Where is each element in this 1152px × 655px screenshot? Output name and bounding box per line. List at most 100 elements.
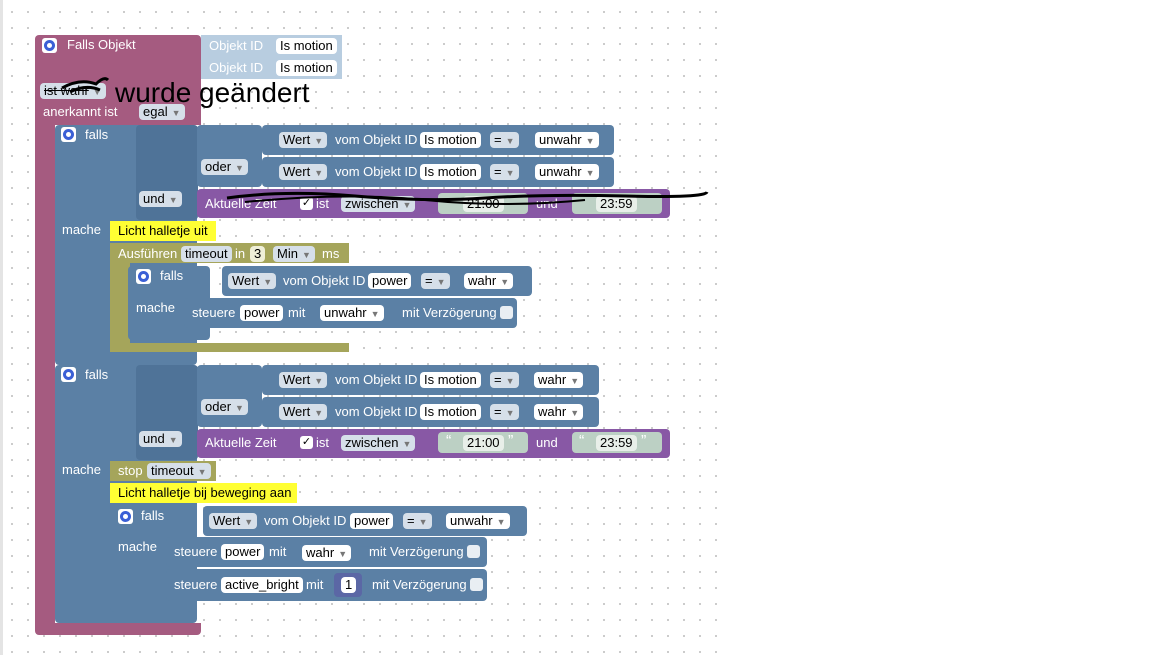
- object-id-label: vom Objekt ID: [283, 273, 366, 288]
- set-label: steuere: [174, 577, 218, 592]
- object-id-label: Objekt ID: [209, 38, 264, 53]
- object-id-label: vom Objekt ID: [335, 132, 418, 147]
- and-dropdown[interactable]: und▼: [139, 191, 182, 207]
- object-id-field[interactable]: power: [240, 305, 284, 321]
- quote-icon: “: [446, 433, 452, 450]
- exec-ms-label: ms: [322, 246, 340, 261]
- or-dropdown[interactable]: oder▼: [201, 159, 248, 175]
- object-id-field[interactable]: power: [350, 513, 394, 529]
- gear-icon[interactable]: [136, 269, 151, 284]
- object-id-field[interactable]: power: [221, 544, 265, 560]
- object-id-field[interactable]: power: [368, 273, 412, 289]
- scribble-mark: [61, 77, 110, 94]
- delay-checkbox[interactable]: [470, 578, 483, 591]
- or-dropdown[interactable]: oder▼: [201, 399, 248, 415]
- ack-dropdown[interactable]: egal▼: [139, 104, 185, 120]
- bool-dropdown[interactable]: unwahr▼: [535, 164, 599, 180]
- time-ist-label: ist: [316, 435, 329, 450]
- operator-dropdown[interactable]: =▼: [490, 404, 519, 420]
- object-id-field[interactable]: Is motion: [420, 372, 481, 388]
- timeout-block-footer: [110, 343, 349, 352]
- timeout-block-body: [110, 262, 130, 346]
- checkbox-icon[interactable]: ✓: [300, 197, 313, 210]
- object-id-label: vom Objekt ID: [335, 372, 418, 387]
- delay-label: mit Verzögerung: [369, 544, 464, 559]
- object-id-label: vom Objekt ID: [264, 513, 347, 528]
- bool-dropdown[interactable]: wahr▼: [302, 545, 352, 561]
- scribble-mark: [226, 190, 709, 205]
- mit-label: mit: [288, 305, 306, 320]
- set-state-block[interactable]: [166, 569, 487, 601]
- object-id-field[interactable]: Is motion: [420, 132, 481, 148]
- operator-dropdown[interactable]: =▼: [490, 372, 519, 388]
- gear-icon[interactable]: [42, 38, 57, 53]
- comment-block[interactable]: [110, 483, 297, 503]
- delay-label: mit Verzögerung: [372, 577, 467, 592]
- bool-dropdown[interactable]: unwahr▼: [446, 513, 510, 529]
- trigger-title: Falls Objekt: [67, 37, 136, 52]
- quote-icon: “: [579, 433, 585, 450]
- workspace-left-edge: [0, 0, 3, 655]
- gear-icon[interactable]: [118, 509, 133, 524]
- time-to-value[interactable]: 23:59: [596, 196, 637, 212]
- set-label: steuere: [174, 544, 218, 559]
- if-falls-label: falls: [85, 127, 109, 142]
- time-from-value[interactable]: 21:00: [463, 435, 504, 451]
- stop-label: stop: [118, 463, 143, 478]
- gear-icon[interactable]: [61, 367, 76, 382]
- value-dropdown[interactable]: Wert▼: [279, 404, 328, 420]
- ack-label: anerkannt ist: [43, 104, 118, 119]
- checkbox-icon[interactable]: ✓: [300, 436, 313, 449]
- exec-label: Ausführen: [118, 246, 178, 261]
- bool-dropdown[interactable]: wahr▼: [534, 372, 584, 388]
- object-id-field[interactable]: active_bright: [221, 577, 303, 593]
- object-id-field[interactable]: Is motion: [420, 404, 481, 420]
- unit-dropdown[interactable]: Min▼: [273, 246, 315, 262]
- number-value[interactable]: 1: [341, 577, 357, 593]
- delay-checkbox[interactable]: [467, 545, 480, 558]
- and-dropdown[interactable]: und▼: [139, 431, 182, 447]
- object-id-field[interactable]: Is motion: [276, 60, 337, 76]
- timeout-dropdown[interactable]: timeout▼: [147, 463, 211, 479]
- comment-text: Licht halletje bij beweging aan: [118, 485, 292, 500]
- bool-dropdown[interactable]: unwahr▼: [320, 305, 384, 321]
- operator-dropdown[interactable]: =▼: [403, 513, 432, 529]
- bool-dropdown[interactable]: wahr▼: [464, 273, 514, 289]
- time-to-value[interactable]: 23:59: [596, 435, 637, 451]
- range-dropdown[interactable]: zwischen▼: [341, 435, 416, 451]
- value-dropdown[interactable]: Wert▼: [279, 372, 328, 388]
- quote-icon: ”: [508, 433, 514, 450]
- if-falls-label: falls: [85, 367, 109, 382]
- gear-icon[interactable]: [61, 127, 76, 142]
- operator-dropdown[interactable]: =▼: [490, 164, 519, 180]
- if-mache-label: mache: [62, 462, 102, 477]
- or-block[interactable]: [197, 365, 262, 427]
- time-ist-label: ist: [316, 196, 329, 211]
- operator-dropdown[interactable]: =▼: [421, 273, 450, 289]
- object-id-field[interactable]: Is motion: [420, 164, 481, 180]
- timeout-var[interactable]: timeout: [181, 246, 232, 262]
- value-dropdown[interactable]: Wert▼: [279, 132, 328, 148]
- object-id-label: vom Objekt ID: [335, 164, 418, 179]
- delay-checkbox[interactable]: [500, 306, 513, 319]
- handwritten-note: wurde geändert: [115, 77, 310, 108]
- object-id-label: Objekt ID: [209, 60, 264, 75]
- quote-icon: ”: [641, 433, 647, 450]
- comment-block[interactable]: [110, 221, 216, 241]
- operator-dropdown[interactable]: =▼: [490, 132, 519, 148]
- if-mache-label: mache: [62, 222, 102, 237]
- value-dropdown[interactable]: Wert▼: [228, 273, 277, 289]
- or-block[interactable]: [197, 125, 262, 187]
- comment-text: Licht halletje uit: [118, 223, 208, 238]
- exec-in-label: in: [235, 246, 246, 261]
- object-id-field[interactable]: Is motion: [276, 38, 337, 54]
- bool-dropdown[interactable]: unwahr▼: [535, 132, 599, 148]
- value-dropdown[interactable]: Wert▼: [209, 513, 258, 529]
- time-label: Aktuelle Zeit: [205, 435, 277, 450]
- exec-number[interactable]: 3: [250, 246, 266, 262]
- set-label: steuere: [192, 305, 236, 320]
- if-mache-label: mache: [118, 539, 158, 554]
- bool-dropdown[interactable]: wahr▼: [534, 404, 584, 420]
- mit-label: mit: [306, 577, 324, 592]
- value-dropdown[interactable]: Wert▼: [279, 164, 328, 180]
